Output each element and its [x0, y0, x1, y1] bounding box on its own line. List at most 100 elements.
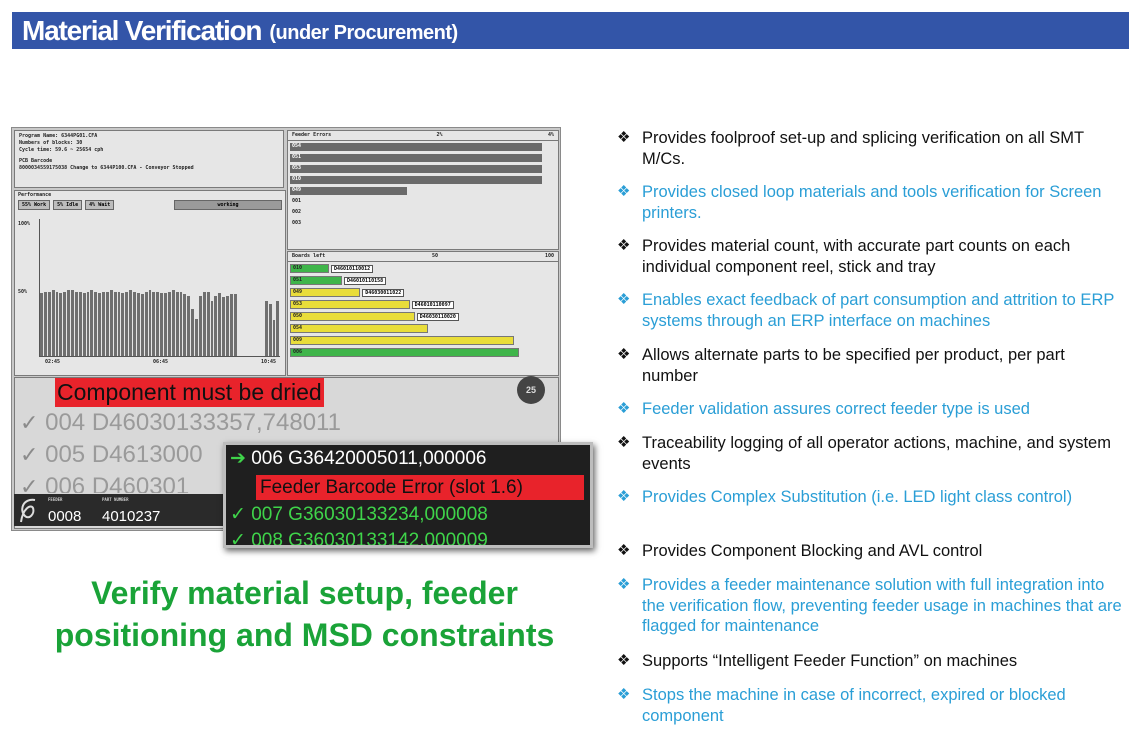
feeder-error-bar: 003 — [292, 220, 302, 226]
diamond-bullet-icon: ❖ — [617, 129, 631, 146]
bullet-text: Provides foolproof set-up and splicing v… — [642, 129, 1084, 168]
performance-bar — [144, 291, 148, 356]
bullet-text: Provides closed loop materials and tools… — [642, 183, 1102, 222]
pcb-barcode-value: 8000034559175038 Change to 6344P100.CFA … — [19, 165, 194, 171]
performance-bar — [74, 291, 78, 356]
diamond-bullet-icon: ❖ — [617, 488, 631, 505]
reel-code-label: D46030011022 — [362, 288, 405, 297]
performance-bar — [276, 301, 280, 356]
diamond-bullet-icon: ❖ — [617, 346, 631, 363]
performance-bar — [218, 292, 222, 356]
bullet-item: ❖Traceability logging of all operator ac… — [617, 433, 1122, 474]
performance-bar — [195, 319, 198, 356]
performance-bar — [210, 301, 214, 356]
performance-bar — [82, 292, 86, 356]
feeder-error-row: 003 — [290, 219, 558, 229]
performance-bar — [71, 290, 74, 356]
performance-bar — [268, 303, 272, 356]
part-number: 4010237 — [102, 508, 161, 525]
performance-bar — [59, 292, 63, 356]
count-button[interactable]: 25 — [517, 376, 545, 404]
feeder-error-row: 053 — [290, 164, 558, 174]
performance-bar — [233, 294, 237, 356]
boards-left-row: 054 — [290, 323, 558, 334]
performance-bar — [156, 291, 160, 356]
performance-bar — [272, 320, 276, 356]
feeder-error-popup: ➔ 006 G36420005011,000006 Feeder Barcode… — [223, 442, 593, 548]
popup-row-text: 007 G36030133234,000008 — [251, 504, 488, 525]
feeder-error-row: 054 — [290, 142, 558, 152]
feeder-error-row: 002 — [290, 208, 558, 218]
performance-bar — [206, 291, 210, 356]
performance-bar — [90, 290, 94, 356]
caption-line: positioning and MSD constraints — [54, 617, 555, 653]
check-icon: ✓ — [20, 474, 39, 493]
reel-code-label: D46010110012 — [331, 264, 374, 273]
performance-bar — [98, 292, 101, 356]
boards-left-bar: 006 — [290, 348, 519, 357]
diamond-bullet-icon: ❖ — [617, 434, 631, 451]
boards-left-mid: 50 — [432, 253, 439, 259]
feeder-error-row: 001 — [290, 197, 558, 207]
performance-bar — [148, 290, 152, 356]
check-icon: ✓ — [230, 530, 246, 548]
performance-bar — [86, 291, 90, 356]
bullet-text: Stops the machine in case of incorrect, … — [642, 686, 1066, 725]
performance-bar — [160, 292, 163, 356]
performance-bar — [102, 291, 105, 356]
feeder-error-row: 049 — [290, 186, 558, 196]
feeder-barcode-error: Feeder Barcode Error (slot 1.6) — [256, 475, 584, 500]
performance-bar — [136, 292, 140, 356]
bullet-item: ❖ Provides foolproof set-up and splicing … — [617, 128, 1122, 169]
performance-bar — [152, 291, 156, 356]
popup-current-row: ➔ 006 G36420005011,000006 — [230, 447, 486, 470]
popup-row-text: 006 G36420005011,000006 — [251, 448, 487, 469]
popup-row: ✓ 007 G36030133234,000008 — [230, 503, 488, 526]
performance-bar — [63, 291, 67, 356]
feeder-errors-mid: 2% — [436, 132, 443, 138]
boards-left-bar: 054 — [290, 324, 428, 333]
work-chip: 55% Work — [18, 200, 51, 210]
performance-bar — [198, 295, 202, 356]
reel-code-label: D46030110020 — [416, 312, 459, 321]
performance-bar — [105, 291, 109, 356]
performance-bar — [129, 290, 132, 356]
bullet-text: Enables exact feedback of part consumpti… — [642, 291, 1115, 330]
bullet-text: Supports “Intelligent Feeder Function” o… — [642, 652, 1018, 670]
caption-line: Verify material setup, feeder — [91, 575, 518, 611]
popup-row: ✓ 008 G36030133142,000009 — [230, 529, 488, 548]
dry-component-alert: Component must be dried — [55, 378, 324, 407]
list-item: ✓ 004 D46030133357,748011 — [20, 409, 341, 437]
feeder-label: FEEDER — [48, 497, 63, 502]
bullet-text: Feeder validation assures correct feeder… — [642, 400, 1030, 418]
feeder-number: 0008 — [48, 508, 82, 525]
performance-bar — [113, 291, 117, 356]
program-name-line: Program Name: 6344PG01.CFA — [19, 133, 98, 139]
performance-title: Performance — [18, 192, 52, 198]
performance-bar — [179, 291, 183, 356]
performance-bar — [43, 291, 47, 356]
performance-bar — [175, 291, 179, 356]
bullet-text: Allows alternate parts to be specified p… — [642, 346, 1065, 385]
x-tick-label: 02:45 — [45, 359, 61, 365]
performance-bar — [167, 291, 171, 356]
feeder-error-bar: 054 — [290, 143, 543, 151]
performance-bar — [94, 291, 98, 356]
performance-bar — [214, 295, 218, 356]
y-axis-top-label: 100% — [18, 221, 31, 227]
bullet-item: ❖ Enables exact feedback of part consumpt… — [617, 290, 1122, 331]
logo-icon — [20, 498, 36, 523]
performance-bar — [109, 290, 113, 356]
performance-bar — [140, 294, 144, 356]
page-subtitle: (under Procurement) — [269, 22, 458, 44]
status-strip: FEEDER PART NUMBER 0008 4010237 — [14, 494, 244, 526]
feeder-error-bar: 053 — [290, 165, 543, 173]
idle-chip: 5% Idle — [53, 200, 83, 210]
y-axis-mid-label: 50% — [18, 289, 28, 295]
bullet-item: ❖Provides a feeder maintenance solution … — [617, 575, 1122, 637]
diamond-bullet-icon: ❖ — [617, 291, 631, 308]
